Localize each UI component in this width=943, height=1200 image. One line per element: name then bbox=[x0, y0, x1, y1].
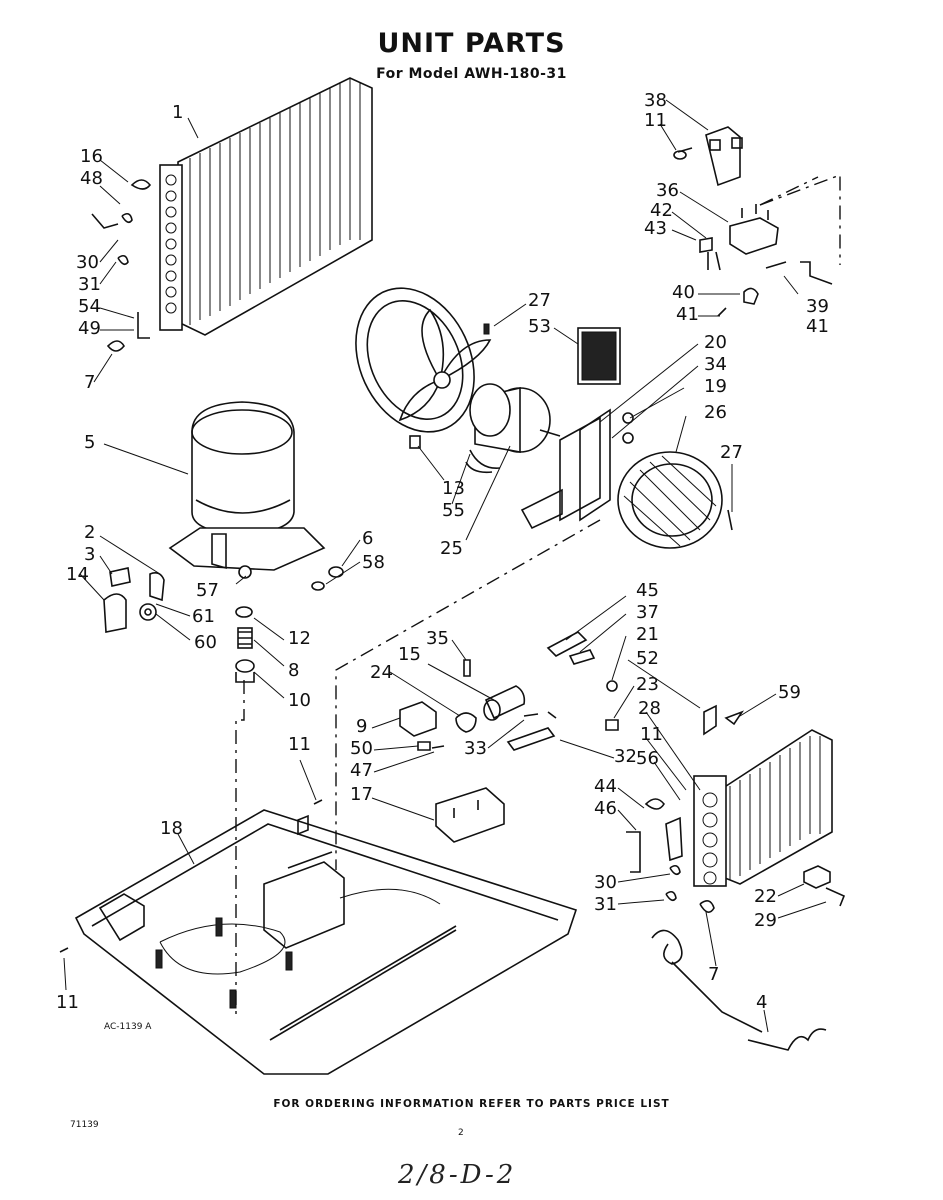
handwritten-note: 2/8-D-2 bbox=[398, 1160, 517, 1190]
callout-59: 59 bbox=[778, 682, 801, 703]
callout-57: 57 bbox=[196, 580, 219, 601]
callout-6: 6 bbox=[362, 528, 374, 549]
assembly-lines bbox=[235, 519, 601, 1020]
callout-47: 47 bbox=[350, 760, 373, 781]
catalog-number: 71139 bbox=[70, 1120, 99, 1130]
callout-27: 27 bbox=[528, 290, 551, 311]
callout-25: 25 bbox=[440, 538, 463, 559]
callout-43: 43 bbox=[644, 218, 667, 239]
callout-46: 46 bbox=[594, 798, 617, 819]
callout-11b: 11 bbox=[640, 724, 663, 745]
callout-12: 12 bbox=[288, 628, 311, 649]
callout-33: 33 bbox=[464, 738, 487, 759]
page-number: 2 bbox=[458, 1128, 464, 1138]
callout-10: 10 bbox=[288, 690, 311, 711]
callout-17: 17 bbox=[350, 784, 373, 805]
callout-26: 26 bbox=[704, 402, 727, 423]
callout-41b: 41 bbox=[806, 316, 829, 337]
callout-53: 53 bbox=[528, 316, 551, 337]
callout-35: 35 bbox=[426, 628, 449, 649]
callout-11: 11 bbox=[644, 110, 667, 131]
capacitor-group bbox=[399, 659, 557, 843]
callout-34: 34 bbox=[704, 354, 727, 375]
callout-42: 42 bbox=[650, 200, 673, 221]
callout-16: 16 bbox=[80, 146, 103, 167]
callout-37: 37 bbox=[636, 602, 659, 623]
fan-blade bbox=[355, 287, 492, 433]
callout-7: 7 bbox=[84, 372, 96, 393]
callout-19: 19 bbox=[704, 376, 727, 397]
coil-fittings bbox=[91, 179, 152, 352]
motor-mount bbox=[520, 408, 634, 530]
evaporator-fittings bbox=[626, 798, 846, 913]
figure-code: AC-1139 A bbox=[104, 1022, 152, 1032]
callout-61: 61 bbox=[192, 606, 215, 627]
callout-5: 5 bbox=[84, 432, 96, 453]
callout-38: 38 bbox=[644, 90, 667, 111]
callout-52: 52 bbox=[636, 648, 659, 669]
callout-27b: 27 bbox=[720, 442, 743, 463]
screw-27 bbox=[483, 323, 490, 335]
callout-1: 1 bbox=[172, 102, 184, 123]
compressor bbox=[168, 401, 326, 579]
callout-32: 32 bbox=[614, 746, 637, 767]
callout-22: 22 bbox=[754, 886, 777, 907]
callout-4: 4 bbox=[756, 992, 768, 1013]
capillary-tube bbox=[651, 929, 827, 1051]
base-pan bbox=[59, 799, 578, 1075]
callout-60: 60 bbox=[194, 632, 217, 653]
compressor-mounts bbox=[103, 566, 344, 683]
switch-assembly-lines bbox=[759, 173, 841, 265]
callout-11d: 11 bbox=[56, 992, 79, 1013]
callout-15: 15 bbox=[398, 644, 421, 665]
blower-wheel bbox=[617, 451, 733, 549]
evaporator-coil bbox=[693, 729, 833, 887]
callout-30b: 30 bbox=[594, 872, 617, 893]
callout-8: 8 bbox=[288, 660, 300, 681]
callout-39: 39 bbox=[806, 296, 829, 317]
callout-2: 2 bbox=[84, 522, 96, 543]
callout-44: 44 bbox=[594, 776, 617, 797]
callout-31b: 31 bbox=[594, 894, 617, 915]
callout-11c: 11 bbox=[288, 734, 311, 755]
callout-54: 54 bbox=[78, 296, 101, 317]
relay-parts bbox=[546, 631, 745, 736]
callout-49: 49 bbox=[78, 318, 101, 339]
ordering-note: FOR ORDERING INFORMATION REFER TO PARTS … bbox=[273, 1098, 670, 1110]
callout-28: 28 bbox=[638, 698, 661, 719]
callout-14: 14 bbox=[66, 564, 89, 585]
callout-55: 55 bbox=[442, 500, 465, 521]
condenser-coil bbox=[159, 77, 373, 336]
callout-50: 50 bbox=[350, 738, 373, 759]
callout-23: 23 bbox=[636, 674, 659, 695]
callout-29: 29 bbox=[754, 910, 777, 931]
callout-58: 58 bbox=[362, 552, 385, 573]
fan-motor bbox=[409, 383, 561, 474]
selector-switch bbox=[699, 204, 833, 317]
callout-21: 21 bbox=[636, 624, 659, 645]
callout-45: 45 bbox=[636, 580, 659, 601]
control-bracket bbox=[673, 126, 743, 187]
leader-lines bbox=[63, 99, 827, 1033]
callout-9: 9 bbox=[356, 716, 368, 737]
callout-20: 20 bbox=[704, 332, 727, 353]
callout-40: 40 bbox=[672, 282, 695, 303]
callout-31: 31 bbox=[78, 274, 101, 295]
callout-48: 48 bbox=[80, 168, 103, 189]
filter-mesh bbox=[581, 331, 617, 381]
model-subtitle: For Model AWH-180-31 bbox=[376, 66, 567, 82]
callout-24: 24 bbox=[370, 662, 393, 683]
callout-18: 18 bbox=[160, 818, 183, 839]
callout-13: 13 bbox=[442, 478, 465, 499]
page-title: UNIT PARTS bbox=[377, 28, 566, 59]
callout-56: 56 bbox=[636, 748, 659, 769]
callout-36: 36 bbox=[656, 180, 679, 201]
callout-30: 30 bbox=[76, 252, 99, 273]
callout-41: 41 bbox=[676, 304, 699, 325]
callout-3: 3 bbox=[84, 544, 96, 565]
callout-7b: 7 bbox=[708, 964, 720, 985]
